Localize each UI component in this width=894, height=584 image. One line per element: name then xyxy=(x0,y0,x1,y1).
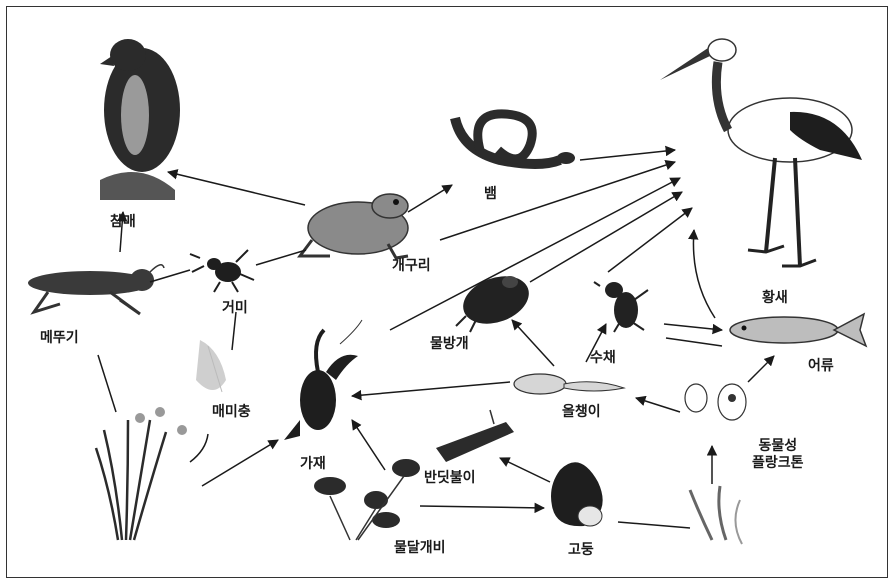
arrow-frog-snake xyxy=(408,185,452,212)
arrow-tadpole-fish xyxy=(666,338,722,346)
label-cicada-nymph: 매미충 xyxy=(212,404,251,420)
label-firefly-larva: 반딧불이 xyxy=(424,470,476,486)
snail-illustration xyxy=(551,462,603,526)
label-water-beetle: 수채 xyxy=(590,350,616,366)
snake-illustration xyxy=(455,114,575,164)
arrow-grass-cicada xyxy=(190,434,208,462)
arrow-plant-snail xyxy=(420,506,544,508)
arrow-waterbeetle-fish xyxy=(664,324,722,330)
label-snake: 뱀 xyxy=(484,186,497,202)
stork-illustration xyxy=(660,39,862,266)
arrow-frog-stork xyxy=(440,162,675,240)
algae-illustration xyxy=(690,486,742,544)
label-fish: 어류 xyxy=(808,358,834,374)
label-stork: 황새 xyxy=(762,290,788,306)
arrow-plant-crayfish xyxy=(352,420,385,470)
arrow-snake-stork xyxy=(580,150,675,160)
arrow-plankton-tadpole xyxy=(636,398,680,412)
diving-beetle-illustration xyxy=(456,268,535,333)
arrow-grasshopper-spider xyxy=(150,270,190,282)
arrow-tadpole-crayfish xyxy=(352,382,510,396)
grasshopper-illustration xyxy=(28,265,164,314)
arrow-snail-firefly xyxy=(500,458,550,482)
arrow-cicada-spider xyxy=(232,312,236,350)
fish-illustration xyxy=(730,314,866,346)
label-snail: 고둥 xyxy=(568,542,594,558)
label-hawk: 참매 xyxy=(110,214,136,230)
arrow-plankton-fish xyxy=(748,356,774,382)
spider-illustration xyxy=(190,250,254,292)
firefly-larva-illustration xyxy=(436,410,514,462)
arrow-grass-crayfish xyxy=(202,440,278,486)
frog-illustration xyxy=(300,194,408,258)
water-beetle-illustration xyxy=(594,282,648,332)
arrow-grass-grasshopper xyxy=(98,355,116,412)
hawk-illustration xyxy=(100,39,180,200)
tadpole-illustration xyxy=(514,374,624,394)
water-plant-illustration xyxy=(314,459,420,540)
zooplankton-illustration xyxy=(685,384,746,420)
label-frog: 개구리 xyxy=(392,258,431,274)
arrow-waterbeetle-stork xyxy=(608,208,692,272)
arrow-frog-hawk xyxy=(168,172,305,205)
label-spider: 거미 xyxy=(222,300,248,316)
label-water-plant: 물달개비 xyxy=(394,540,446,556)
label-crayfish: 가재 xyxy=(300,456,326,472)
cicada-nymph-illustration xyxy=(196,340,226,392)
label-grasshopper: 메뚜기 xyxy=(40,330,79,346)
arrow-tadpole-beetle xyxy=(512,320,554,366)
arrow-algae-snail xyxy=(618,522,690,528)
label-tadpole: 올챙이 xyxy=(562,404,601,420)
crayfish-illustration xyxy=(284,320,362,440)
grass-illustration xyxy=(96,407,187,540)
arrow-beetle-stork xyxy=(530,192,682,282)
label-diving-beetle: 물방개 xyxy=(430,336,469,352)
arrow-fish-stork xyxy=(693,230,715,318)
label-zooplankton: 동물성 플랑크톤 xyxy=(752,438,804,472)
